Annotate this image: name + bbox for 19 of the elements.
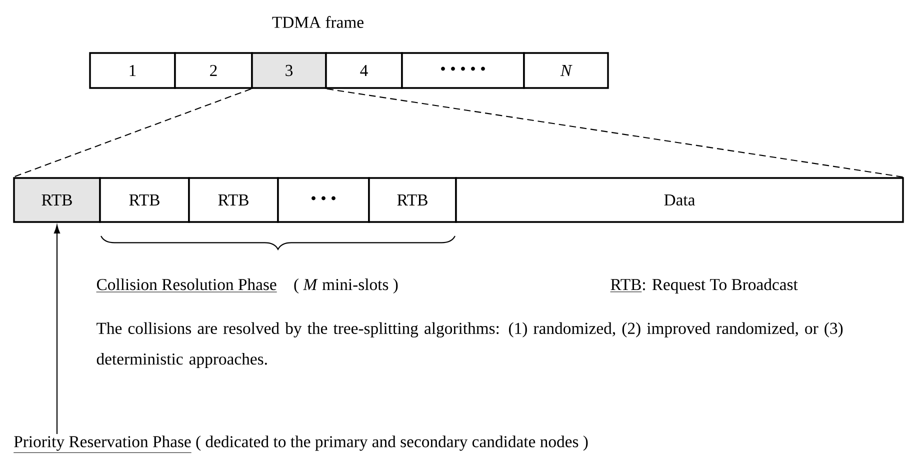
legend-text: RTB: Request To Broadcast	[610, 278, 798, 294]
arrow	[54, 224, 60, 434]
phase-label: Priority Reservation Phase ( dedicated to the primary and secondary candidate nodes )	[13, 436, 588, 453]
frame-slot: 1	[89, 52, 176, 89]
frame-slot: 4	[325, 52, 403, 89]
frame-slot: N	[523, 52, 609, 89]
title: TDMA frame	[272, 16, 364, 28]
mini-slot: RTB	[99, 177, 190, 223]
zoom-line	[12, 88, 252, 178]
phase-label: Collision Resolution Phase ( M mini-slots )	[96, 278, 398, 294]
mini-slot: RTB	[13, 177, 101, 223]
frame-slot: 3	[251, 52, 327, 89]
zoom-line	[326, 88, 904, 178]
mini-slot: RTB	[188, 177, 279, 223]
frame-slot: 2	[174, 52, 253, 89]
note-text: The collisions are resolved by the tree-splitting algorithms: (1) randomized, (2) improved randomized, or (3) deterministic approaches.	[96, 322, 843, 368]
mini-slot: • • •	[277, 177, 370, 223]
frame-slot: • • • • •	[401, 52, 525, 89]
mini-slot: RTB	[368, 177, 457, 223]
